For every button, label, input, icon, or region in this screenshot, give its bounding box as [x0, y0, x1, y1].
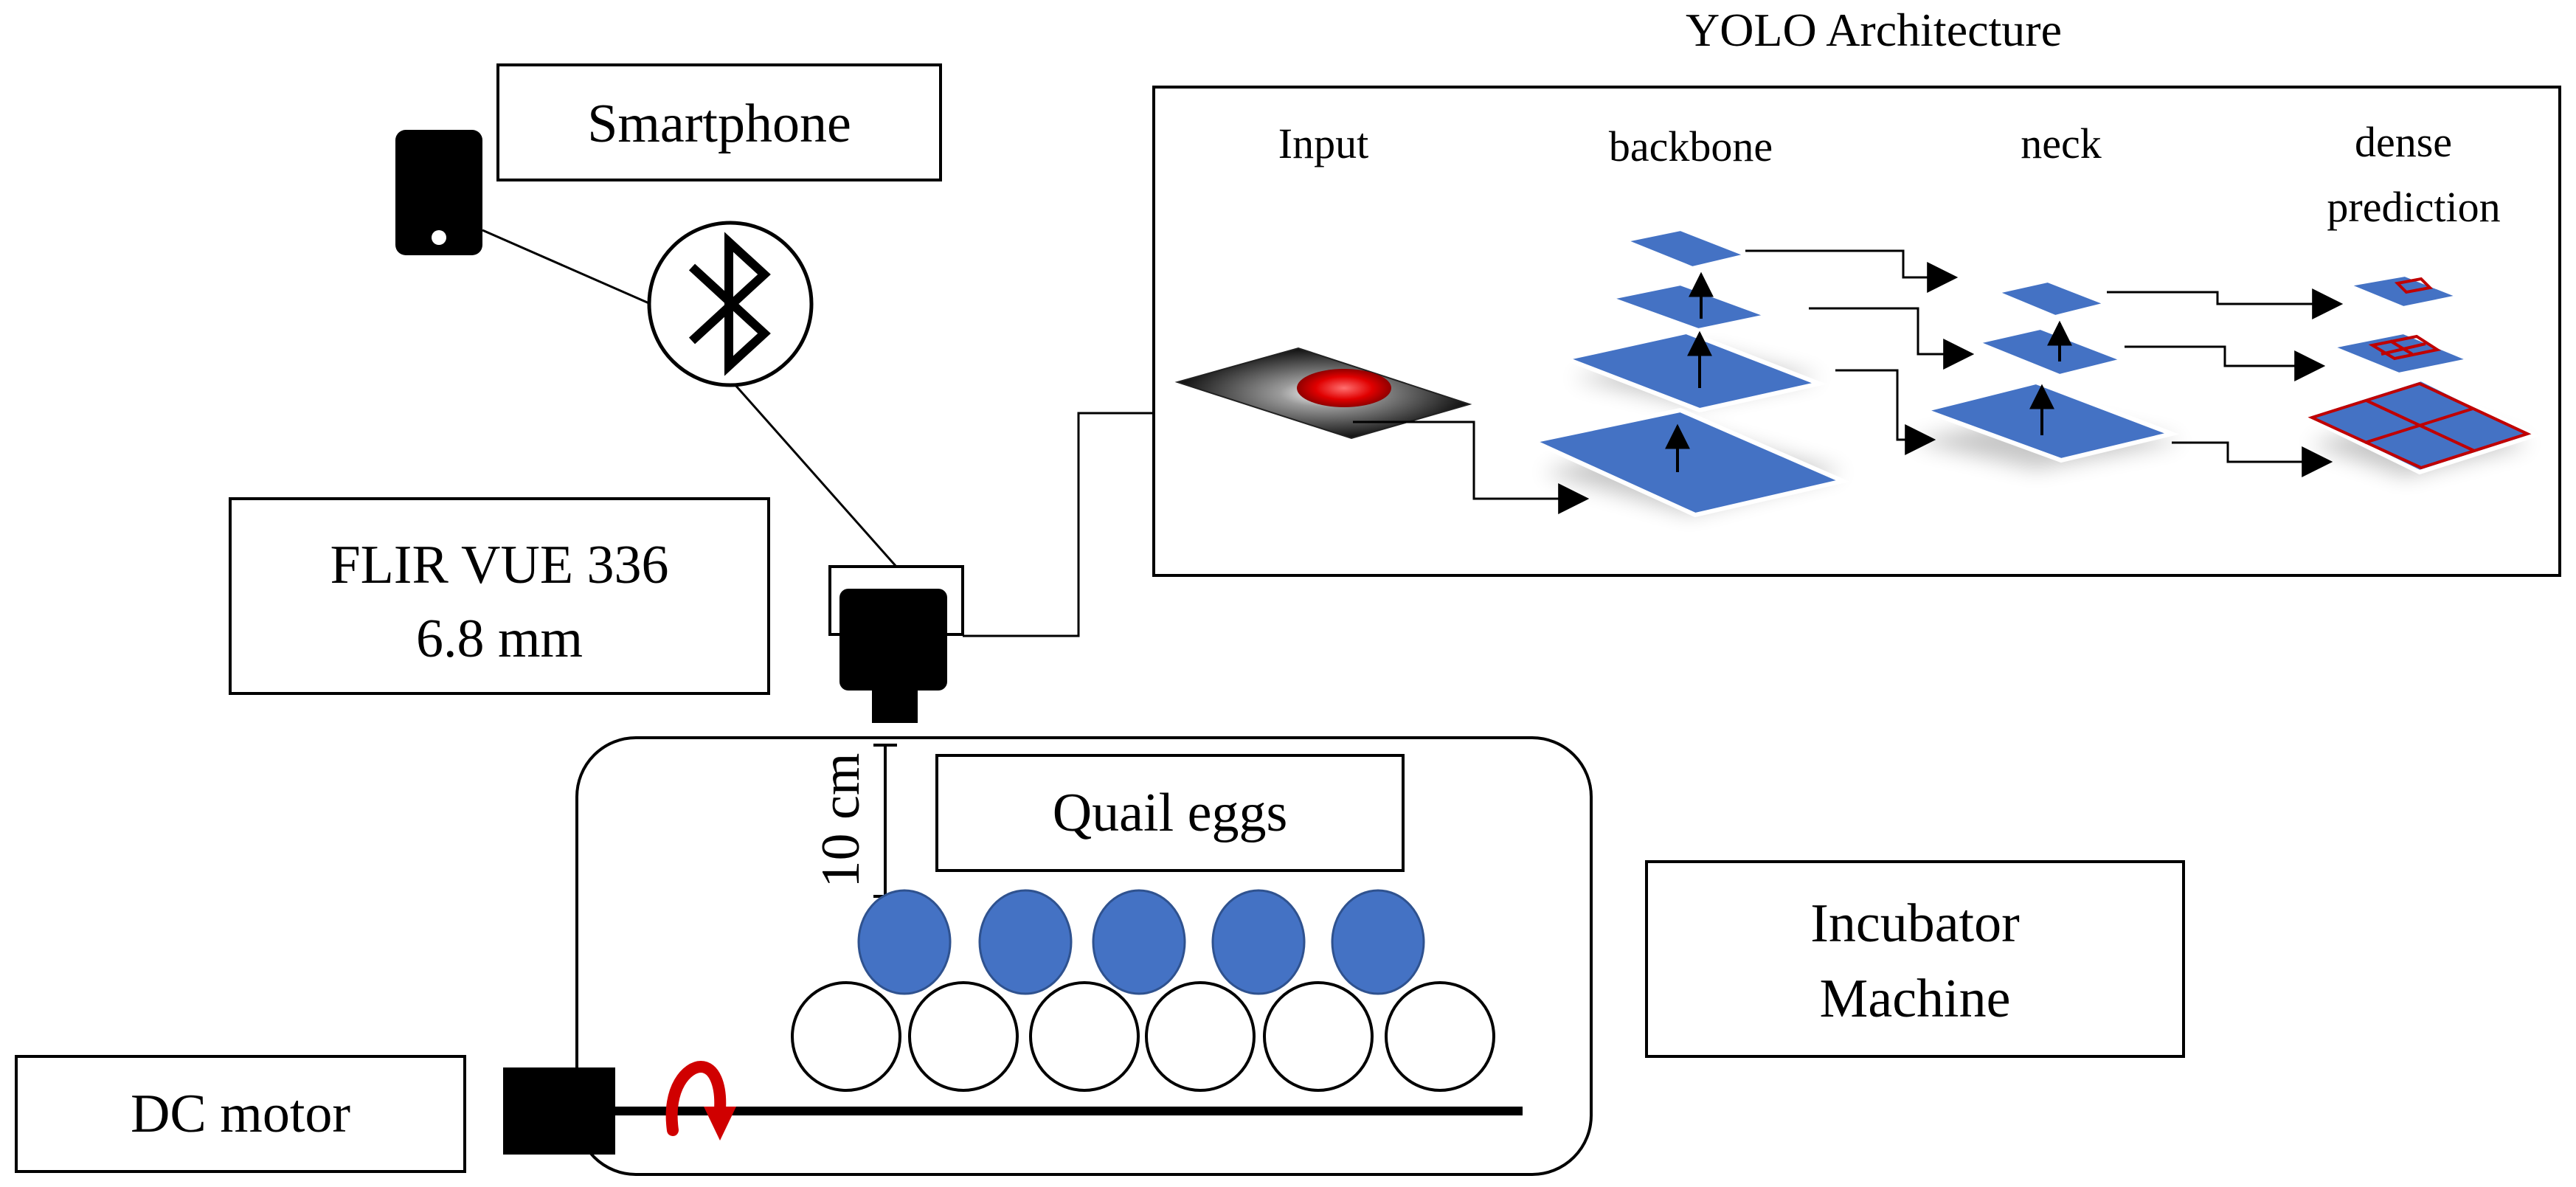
- bluetooth-icon: [647, 221, 814, 387]
- neck-layer: [1987, 277, 2116, 320]
- stage-neck-label: neck: [2021, 120, 2102, 167]
- quail-egg: [1211, 889, 1306, 995]
- connector-arrows: [1353, 249, 2344, 514]
- yolo-panel: [1152, 86, 2561, 577]
- neck-layers: [1916, 277, 2180, 463]
- incubator-label-line1: Incubator: [1810, 893, 2020, 954]
- quail-eggs-label-box: Quail eggs: [935, 754, 1405, 872]
- yolo-title: YOLO Architecture: [1686, 4, 2062, 56]
- incubator-label-box: Incubator Machine: [1645, 860, 2185, 1058]
- upsample-arrows: [1665, 271, 2072, 472]
- quail-eggs: [857, 889, 1425, 995]
- camera-model-label: FLIR VUE 336: [330, 535, 668, 595]
- camera-lens-label: 6.8 mm: [416, 609, 583, 669]
- quail-egg: [978, 889, 1073, 995]
- quail-eggs-label: Quail eggs: [1053, 783, 1288, 843]
- egg-rollers: [791, 981, 1495, 1092]
- stage-dense-label-line2: prediction: [2327, 183, 2500, 231]
- neck-layer: [1916, 379, 2180, 463]
- dc-motor-label-box: DC motor: [15, 1055, 466, 1173]
- smartphone-icon: [395, 130, 482, 255]
- backbone-layers: [1526, 226, 1850, 518]
- thermal-hotspot: [1297, 369, 1391, 407]
- drive-shaft: [615, 1107, 1523, 1115]
- stage-backbone-label: backbone: [1609, 122, 1773, 170]
- neck-layer: [1967, 325, 2132, 379]
- quail-egg: [857, 889, 952, 995]
- roller: [1263, 981, 1374, 1092]
- prediction-layer: [2321, 329, 2479, 378]
- backbone-layer: [1615, 226, 1756, 271]
- distance-marker: 10 cm: [811, 744, 897, 898]
- roller: [908, 981, 1019, 1092]
- incubator-label-line2: Machine: [1820, 969, 2011, 1029]
- input-thermal-image: [1174, 347, 1472, 440]
- dc-motor-label: DC motor: [131, 1084, 350, 1144]
- backbone-layer: [1599, 280, 1777, 333]
- camera-to-input-arrow: [963, 398, 1194, 637]
- camera-label-box: FLIR VUE 336 6.8 mm: [229, 497, 770, 695]
- roller: [1145, 981, 1256, 1092]
- rotation-arrow-icon: [665, 1060, 736, 1141]
- bluetooth-camera-link: [733, 383, 898, 567]
- smartphone-label-box: Smartphone: [496, 63, 942, 181]
- distance-label: 10 cm: [811, 753, 871, 888]
- prediction-layer: [2338, 271, 2469, 311]
- quail-egg: [1092, 889, 1186, 995]
- phone-bluetooth-link: [482, 229, 651, 305]
- quail-egg: [1331, 889, 1425, 995]
- roller: [1385, 981, 1495, 1092]
- prediction-bounding-boxes: [2307, 277, 2532, 470]
- backbone-layer: [1526, 407, 1850, 518]
- dc-motor-icon: [503, 1067, 615, 1155]
- roller: [791, 981, 901, 1092]
- thermal-camera-icon: [828, 565, 964, 723]
- smartphone-label: Smartphone: [587, 94, 851, 154]
- backbone-layer: [1557, 329, 1827, 413]
- stage-dense-label-line1: dense: [2355, 118, 2452, 166]
- stage-input-label: Input: [1278, 120, 1368, 167]
- roller: [1029, 981, 1140, 1092]
